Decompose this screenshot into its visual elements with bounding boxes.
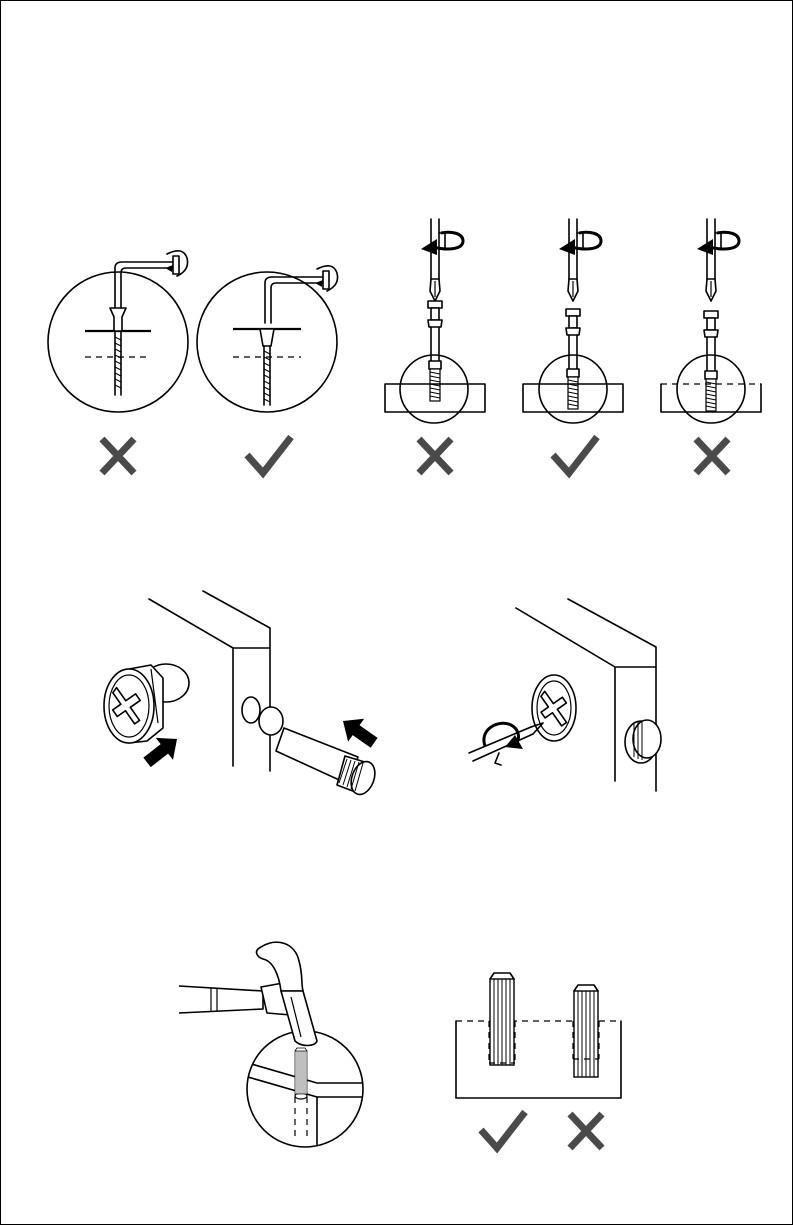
push-arrow-icon bbox=[335, 710, 382, 755]
dowel-depth-correct bbox=[481, 973, 525, 1148]
correct-mark-icon bbox=[481, 1112, 525, 1148]
screwdriver-icon bbox=[469, 723, 543, 761]
allen-key-icon bbox=[265, 266, 338, 323]
section-wooden-dowel bbox=[179, 942, 621, 1161]
screwdriver-icon bbox=[421, 219, 463, 301]
panel-driver-too-shallow bbox=[385, 219, 485, 473]
dowel-icon bbox=[574, 985, 598, 1077]
dowel-icon bbox=[490, 973, 514, 1065]
cam-lock-icon bbox=[532, 675, 576, 741]
section-cam-lock bbox=[103, 591, 661, 798]
allen-key-icon bbox=[115, 251, 188, 308]
incorrect-mark-icon bbox=[102, 439, 134, 473]
panel-insert-cam-and-bolt bbox=[103, 591, 382, 798]
incorrect-mark-icon bbox=[696, 439, 728, 473]
incorrect-mark-icon bbox=[419, 439, 451, 473]
cam-bolt-icon bbox=[428, 301, 442, 401]
cam-bolt-icon bbox=[566, 309, 580, 409]
panel-allen-over-tightened bbox=[48, 251, 188, 473]
hammer-icon bbox=[179, 942, 317, 1045]
panel-allen-flush bbox=[197, 266, 338, 473]
section-screw-depth bbox=[48, 219, 761, 473]
screwdriver-icon bbox=[559, 219, 601, 301]
cam-lock-icon bbox=[103, 665, 163, 743]
screwdriver-icon bbox=[697, 219, 739, 301]
dowel-depth-incorrect bbox=[570, 985, 602, 1148]
dowel-icon bbox=[295, 1048, 307, 1094]
correct-mark-icon bbox=[553, 437, 597, 473]
panel-dowel-depth bbox=[456, 973, 621, 1148]
panel-driver-too-deep bbox=[661, 219, 761, 473]
incorrect-mark-icon bbox=[570, 1114, 602, 1148]
panel-turn-cam-lock bbox=[469, 599, 661, 791]
panel-hammer-in-dowel bbox=[179, 942, 371, 1161]
correct-mark-icon bbox=[247, 437, 291, 473]
cam-bolt-icon bbox=[704, 311, 718, 411]
panel-driver-correct-depth bbox=[523, 219, 623, 473]
